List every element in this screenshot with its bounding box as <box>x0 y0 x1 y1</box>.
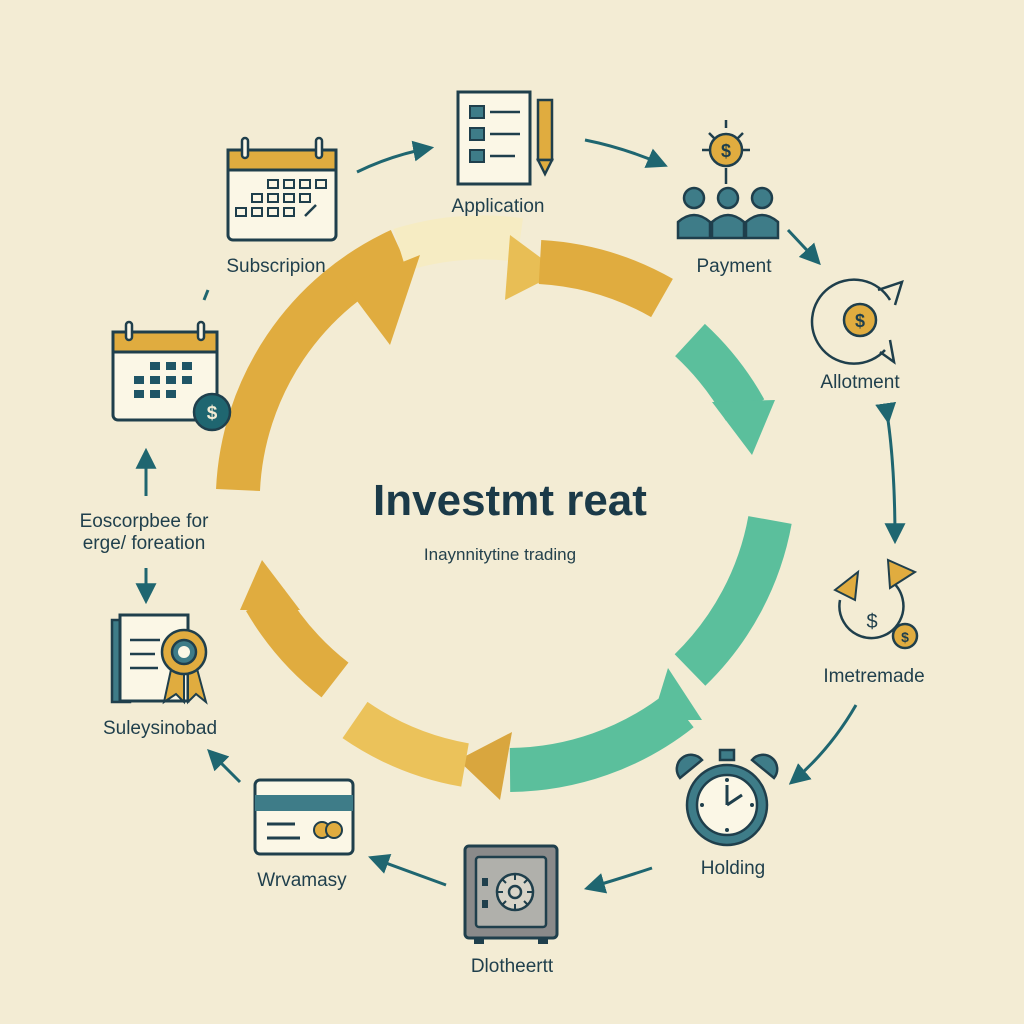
cycle-arc-left-lower <box>245 588 349 698</box>
stage-allotment: $ Allotment <box>810 278 904 393</box>
stage-eoscorpbee-label-line1: Eoscorpbee for <box>80 511 210 532</box>
coin-above-people-group-icon: $ <box>676 120 780 240</box>
calendar-with-dollar-icon: $ <box>111 320 232 432</box>
stage-application-label: Application <box>452 196 545 217</box>
stage-application: Application <box>452 90 555 217</box>
stage-eoscorpbee-label-line2: erge/ foreation <box>83 533 206 554</box>
coins-exchange-arrows-icon: $ $ <box>833 558 919 650</box>
cycle-arrowhead-top <box>505 235 560 300</box>
stage-dlotheertt-label: Dlotheertt <box>471 956 554 977</box>
stage-wrvamasy-label: Wrvamasy <box>257 870 347 891</box>
checklist-document-with-pencil-icon <box>456 90 555 186</box>
central-cycle-ring <box>216 215 792 800</box>
cycle-arc-top-right <box>538 240 673 318</box>
cycle-arrowhead-right-upper <box>712 400 775 455</box>
certificate-ribbon-icon <box>110 613 208 705</box>
stage-eoscorpbee: Eoscorpbee for erge/ foreation <box>80 511 210 554</box>
coin-with-arrow-icon: $ <box>810 278 904 365</box>
stage-subscription-label: Subscripion <box>226 256 325 277</box>
credit-card-icon <box>253 778 355 856</box>
stage-subscription: Subscripion <box>226 136 338 277</box>
stage-suleysinobad: Suleysinobad <box>103 613 217 739</box>
currency-symbol: $ <box>721 141 731 161</box>
cycle-arc-bottom-teal <box>509 692 694 792</box>
cycle-arrowhead-bottom <box>458 732 512 800</box>
cycle-arc-top <box>216 230 410 492</box>
arrow-holding-to-dlotheertt <box>583 866 653 894</box>
diagram-title: Investmt reat <box>373 476 647 525</box>
stage-connector-arrows <box>135 138 906 894</box>
cycle-arc-right-lower <box>674 515 792 686</box>
dash-subscription-to-calendar <box>202 289 210 301</box>
stage-imetremade-label: Imetremade <box>823 666 924 687</box>
stage-holding-label: Holding <box>701 858 765 879</box>
stage-holding: Holding <box>675 748 779 879</box>
currency-symbol: $ <box>855 311 865 331</box>
arrow-application-to-payment <box>584 138 668 168</box>
cycle-arc-top-light <box>393 215 523 272</box>
stage-imetremade: $ $ Imetremade <box>823 558 925 687</box>
stage-suleysinobad-label: Suleysinobad <box>103 718 217 739</box>
arrow-wrvamasy-to-suleysinobad <box>207 749 242 784</box>
arrow-allotment-to-imetremade <box>875 401 906 545</box>
cycle-arrowhead-top-left <box>345 255 420 345</box>
stage-calendar-dollar: $ <box>111 320 232 432</box>
stage-allotment-label: Allotment <box>820 372 900 393</box>
stage-payment: $ Payment <box>676 120 780 277</box>
stage-payment-label: Payment <box>697 256 773 277</box>
arrow-subscription-to-application <box>356 140 435 174</box>
currency-symbol: $ <box>207 403 218 424</box>
calendar-icon <box>226 136 338 242</box>
cycle-arc-right-upper <box>674 323 765 422</box>
diagram-subtitle: Inaynnitytine trading <box>424 545 576 564</box>
arrow-payment-to-allotment <box>786 228 821 266</box>
alarm-clock-icon <box>675 748 779 847</box>
stage-wrvamasy: Wrvamasy <box>253 778 355 891</box>
stage-dlotheertt: Dlotheertt <box>463 844 559 977</box>
currency-symbol: $ <box>866 611 877 633</box>
cycle-arrowhead-left <box>240 560 300 610</box>
arrow-imetremade-to-holding <box>788 704 858 785</box>
currency-symbol: $ <box>901 629 909 645</box>
safe-vault-icon <box>463 844 559 944</box>
cycle-arc-bottom-gold <box>342 701 470 787</box>
arrow-dlotheertt-to-wrvamasy <box>368 853 447 887</box>
